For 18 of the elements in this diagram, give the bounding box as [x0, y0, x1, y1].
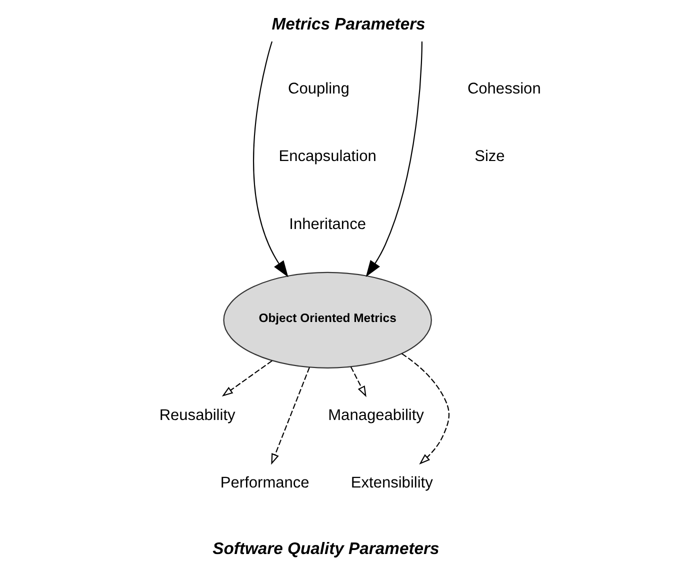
- node-text: Reusability: [159, 406, 236, 424]
- node-text: Manageability: [328, 406, 424, 424]
- arrow: [271, 367, 310, 465]
- arrow: [253, 41, 288, 278]
- arrow: [222, 360, 272, 396]
- label: Encapsulation: [278, 148, 376, 166]
- label: Size: [474, 148, 505, 166]
- diagram-title: Metrics Parameters: [272, 14, 426, 34]
- node-ellipse: Object Oriented Metrics: [223, 272, 432, 368]
- label: Inheritance: [289, 216, 366, 233]
- node-text: Performance: [220, 474, 310, 492]
- arrow: [366, 42, 423, 278]
- arrow: [350, 366, 366, 398]
- node-text: Extensibility: [350, 474, 433, 492]
- label: Coupling: [288, 80, 350, 98]
- caption: Software Quality Parameters: [212, 538, 440, 558]
- arrow: [402, 353, 450, 464]
- label: Cohession: [467, 80, 541, 98]
